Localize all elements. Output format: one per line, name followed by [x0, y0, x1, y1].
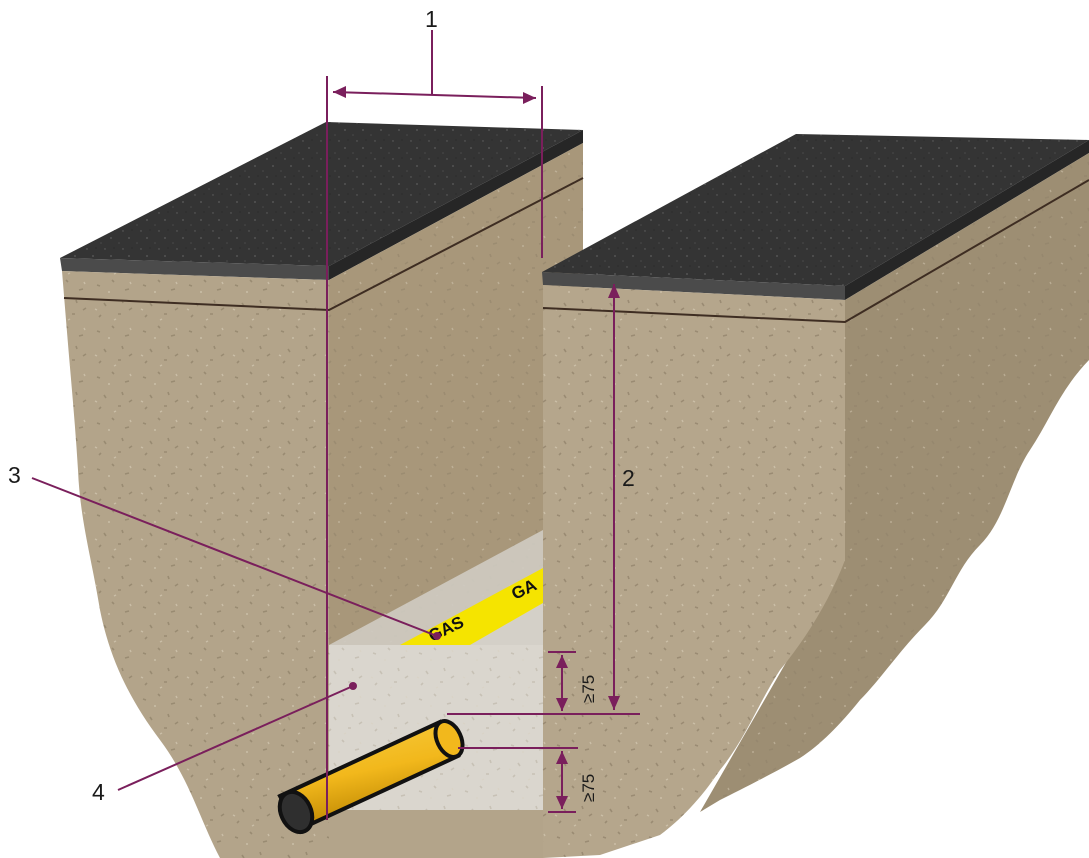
trench-bottom-soil: [329, 810, 543, 858]
gas-pipe: [277, 719, 465, 835]
cover-dimension-text: ≥75: [579, 675, 598, 703]
left-block-asphalt-edge: [60, 258, 329, 280]
leader-dot-3: [433, 632, 441, 640]
pipe-near-end: [277, 789, 315, 835]
leader-line-4: [117, 685, 354, 791]
leader-dot-4: [349, 682, 357, 690]
right-block-asphalt-edge: [542, 272, 845, 300]
pipe-far-end: [433, 719, 465, 759]
callout-3-warning-tape: 3: [8, 462, 21, 488]
warning-tape: GAS GA: [400, 568, 543, 646]
dimension-lines: [31, 30, 640, 820]
callout-2-trench-depth: 2: [622, 465, 635, 491]
width-dimension-line: [332, 91, 537, 99]
warning-tape-strip: [400, 568, 543, 645]
bedding-dimension-text: ≥75: [579, 774, 598, 802]
callout-1-trench-width: 1: [425, 6, 438, 32]
callout-4-sand-bedding: 4: [92, 779, 105, 805]
leader-line-3: [31, 477, 438, 637]
